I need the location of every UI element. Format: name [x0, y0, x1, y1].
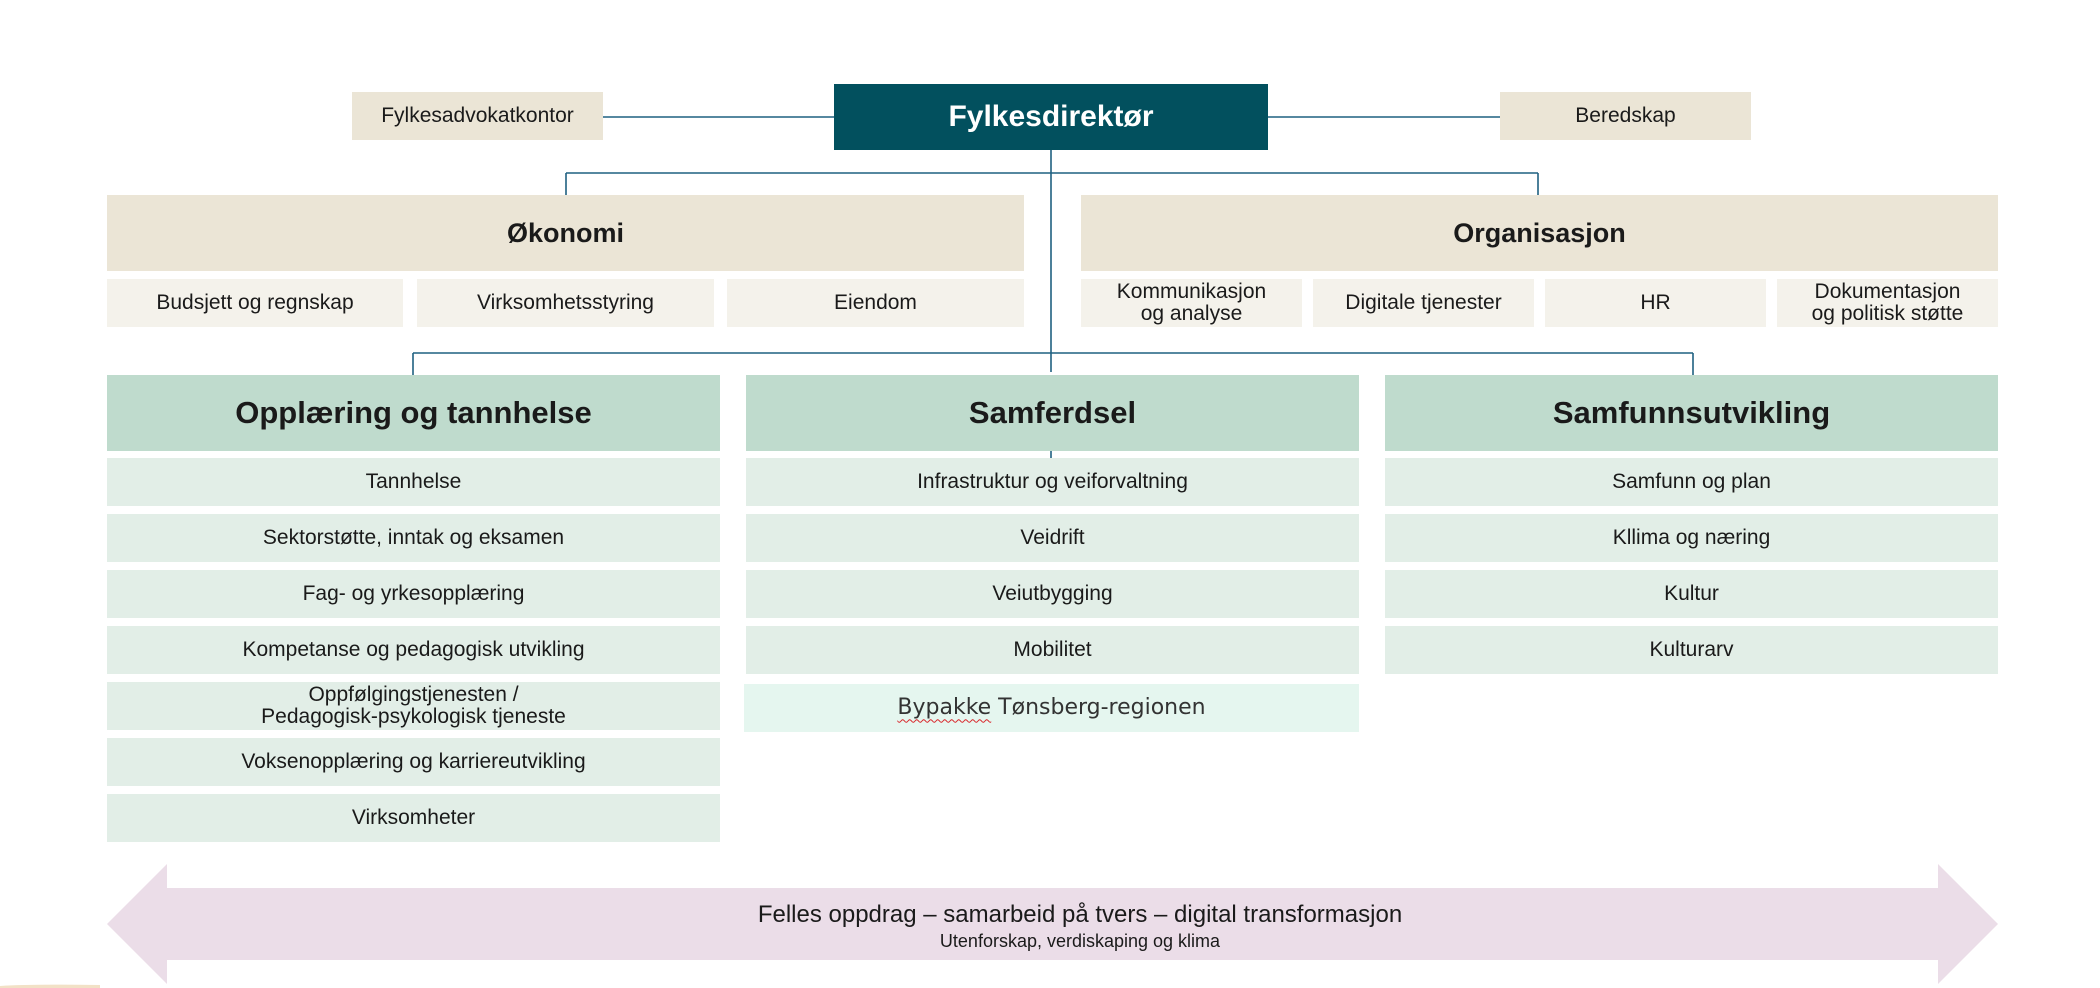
- sector-unit: Veiutbygging: [746, 570, 1359, 618]
- sector-samferdsel-heading: Samferdsel: [746, 375, 1359, 451]
- division-okonomi-heading: Økonomi: [107, 195, 1024, 271]
- sector-unit: Tannhelse: [107, 458, 720, 506]
- sector-unit-label: Tønsberg-regionen: [991, 695, 1206, 721]
- sector-unit-label: Kompetanse og pedagogisk utvikling: [242, 637, 585, 661]
- division-unit-label: Digitale tjenester: [1345, 290, 1502, 314]
- division-unit-label: Kommunikasjon og analyse: [1116, 279, 1267, 325]
- division-unit: Dokumentasjon og politisk støtte: [1777, 279, 1998, 327]
- division-unit: Digitale tjenester: [1313, 279, 1534, 327]
- sector-unit-label: Mobilitet: [1013, 637, 1092, 661]
- sector-unit: Kulturarv: [1385, 626, 1998, 674]
- division-unit: Kommunikasjon og analyse: [1081, 279, 1302, 327]
- division-unit: Virksomhetsstyring: [417, 279, 714, 327]
- sector-unit-label: Fag- og yrkesopplæring: [302, 581, 525, 605]
- sector-unit-label: Virksomheter: [351, 805, 476, 829]
- sector-unit: Kompetanse og pedagogisk utvikling: [107, 626, 720, 674]
- staff-unit-beredskap: Beredskap: [1500, 92, 1751, 140]
- sector-unit-label: Kultur: [1664, 581, 1719, 605]
- sector-unit-label: Tannhelse: [365, 469, 462, 493]
- banner-arrow: [107, 864, 1998, 984]
- division-unit: HR: [1545, 279, 1766, 327]
- division-unit-label: Budsjett og regnskap: [156, 290, 354, 314]
- sector-opplaering-heading: Opplæring og tannhelse: [107, 375, 720, 451]
- sector-unit: Voksenopplæring og karriereutvikling: [107, 738, 720, 786]
- sector-unit: Fag- og yrkesopplæring: [107, 570, 720, 618]
- sector-unit-label: Infrastruktur og veiforvaltning: [917, 469, 1188, 493]
- division-organisasjon-heading: Organisasjon: [1081, 195, 1998, 271]
- sector-unit: Sektorstøtte, inntak og eksamen: [107, 514, 720, 562]
- division-title: Økonomi: [506, 217, 624, 248]
- division-unit: Budsjett og regnskap: [107, 279, 403, 327]
- sector-unit-label: Kllima og næring: [1612, 525, 1771, 549]
- division-unit-label: Dokumentasjon og politisk støtte: [1811, 279, 1964, 325]
- sector-unit-label: Kulturarv: [1649, 637, 1734, 661]
- division-unit-label: Eiendom: [834, 290, 917, 314]
- sector-unit-label: Voksenopplæring og karriereutvikling: [241, 749, 586, 773]
- sector-unit-label: Veiutbygging: [992, 581, 1113, 605]
- sector-unit-label: Sektorstøtte, inntak og eksamen: [262, 525, 565, 549]
- sector-unit-label: Veidrift: [1020, 525, 1085, 549]
- sector-unit-label: Oppfølgingstjenesten / Pedagogisk-psykol…: [261, 682, 566, 728]
- division-title: Organisasjon: [1453, 217, 1626, 248]
- sector-title: Samferdsel: [968, 394, 1137, 430]
- sector-samfunnsutvikling-heading: Samfunnsutvikling: [1385, 375, 1998, 451]
- division-unit: Eiendom: [727, 279, 1024, 327]
- sector-unit: Virksomheter: [107, 794, 720, 842]
- spellcheck-flagged-word: Bypakke: [897, 695, 992, 721]
- sector-unit: Mobilitet: [746, 626, 1359, 674]
- staff-unit-label: Fylkesadvokatkontor: [381, 103, 574, 127]
- division-unit-label: HR: [1640, 290, 1671, 314]
- division-unit-label: Virksomhetsstyring: [476, 290, 654, 314]
- sector-unit: Oppfølgingstjenesten / Pedagogisk-psykol…: [107, 682, 720, 730]
- sector-unit: Veidrift: [746, 514, 1359, 562]
- sector-title: Samfunnsutvikling: [1552, 394, 1831, 430]
- sector-unit: Kultur: [1385, 570, 1998, 618]
- director-box: Fylkesdirektør: [834, 84, 1268, 150]
- banner-sub-text: Utenforskap, verdiskaping og klima: [939, 931, 1221, 951]
- staff-unit-label: Beredskap: [1575, 103, 1676, 127]
- sector-unit-bypakke: Bypakke Tønsberg-regionen: [744, 684, 1359, 732]
- corner-decoration: [0, 984, 100, 988]
- sector-unit: Infrastruktur og veiforvaltning: [746, 458, 1359, 506]
- sector-title: Opplæring og tannhelse: [235, 394, 592, 430]
- staff-unit-fylkesadvokatkontor: Fylkesadvokatkontor: [352, 92, 603, 140]
- sector-unit: Samfunn og plan: [1385, 458, 1998, 506]
- sector-unit: Kllima og næring: [1385, 514, 1998, 562]
- director-label: Fylkesdirektør: [948, 100, 1154, 134]
- sector-unit-label: Samfunn og plan: [1612, 469, 1771, 493]
- banner-main-text: Felles oppdrag – samarbeid på tvers – di…: [757, 901, 1403, 928]
